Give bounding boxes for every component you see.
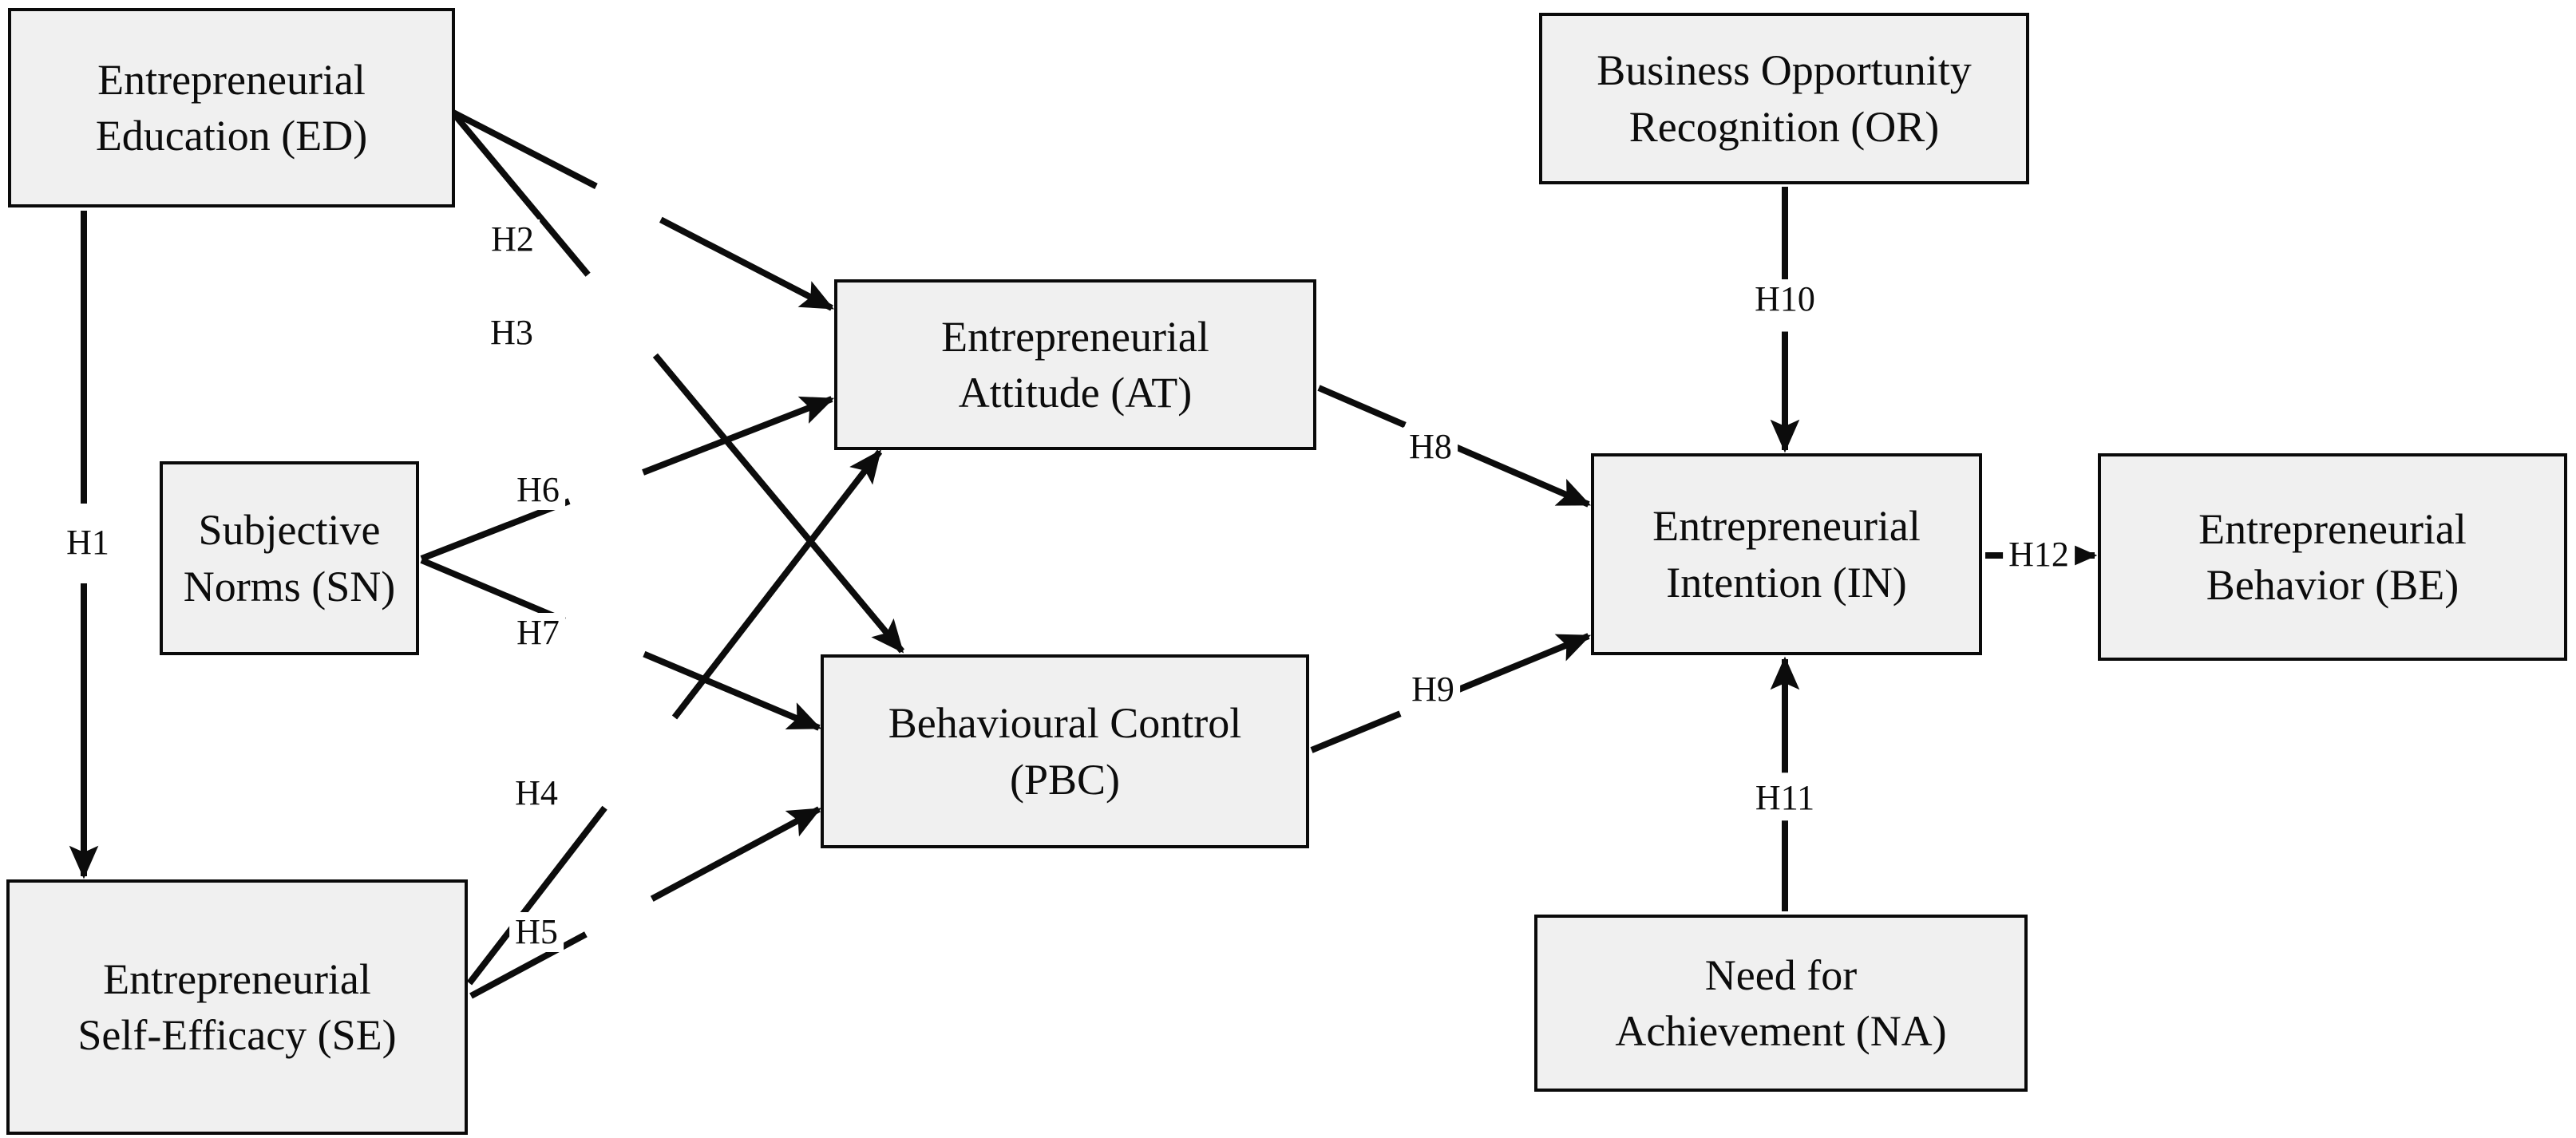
node-se: Entrepreneurial Self-Efficacy (SE) xyxy=(6,879,468,1135)
edge-h2-head xyxy=(659,216,834,311)
edge-h9-tail xyxy=(1310,710,1402,753)
node-ed: Entrepreneurial Education (ED) xyxy=(8,8,455,207)
edge-label-h10: H10 xyxy=(1749,279,1821,319)
edge-label-h2: H2 xyxy=(485,219,540,259)
node-label: Entrepreneurial Education (ED) xyxy=(95,55,368,160)
edge-h4-head xyxy=(671,449,883,720)
edge-h6-tail xyxy=(420,498,571,562)
edge-h4-tail xyxy=(466,805,607,986)
node-label: Entrepreneurial Behavior (BE) xyxy=(2198,504,2467,609)
node-sn: Subjective Norms (SN) xyxy=(160,461,419,655)
edge-h5-tail xyxy=(469,931,588,999)
edge-label-h1: H1 xyxy=(61,523,115,563)
node-label: Subjective Norms (SN) xyxy=(183,506,396,610)
edge-label-h8: H8 xyxy=(1403,427,1458,467)
node-at: Entrepreneurial Attitude (AT) xyxy=(834,279,1316,450)
node-label: Entrepreneurial Intention (IN) xyxy=(1652,502,1921,607)
edge-h7-tail xyxy=(420,557,566,624)
node-label: Need for Achievement (NA) xyxy=(1615,950,1947,1055)
edge-label-h3: H3 xyxy=(485,313,539,353)
node-na: Need for Achievement (NA) xyxy=(1534,915,2028,1092)
edge-h8-tail xyxy=(1317,385,1407,429)
node-label: Business Opportunity Recognition (OR) xyxy=(1597,46,1972,151)
edge-label-h12: H12 xyxy=(2003,535,2075,575)
node-label: Entrepreneurial Self-Efficacy (SE) xyxy=(77,954,397,1059)
node-or: Business Opportunity Recognition (OR) xyxy=(1539,13,2029,184)
edge-label-h5: H5 xyxy=(509,912,564,952)
edge-h6-head xyxy=(642,396,835,476)
node-label: Behavioural Control (PBC) xyxy=(888,699,1242,804)
edge-h3-head xyxy=(652,353,905,654)
edge-label-h6: H6 xyxy=(511,470,565,510)
edge-label-h9: H9 xyxy=(1406,670,1460,709)
node-be: Entrepreneurial Behavior (BE) xyxy=(2098,453,2567,661)
edge-h9-head xyxy=(1448,633,1592,697)
edge-label-h4: H4 xyxy=(509,773,564,813)
edge-h3-tail xyxy=(450,111,591,277)
node-pbc: Behavioural Control (PBC) xyxy=(821,654,1309,848)
edge-h8-head xyxy=(1452,443,1592,508)
edge-h7-head xyxy=(643,650,822,731)
edge-h5-head xyxy=(650,806,821,902)
edge-h2-tail xyxy=(450,109,598,190)
node-in: Entrepreneurial Intention (IN) xyxy=(1591,453,1982,655)
edge-label-h7: H7 xyxy=(511,613,565,653)
node-label: Entrepreneurial Attitude (AT) xyxy=(941,312,1209,417)
edge-label-h11: H11 xyxy=(1749,778,1821,818)
